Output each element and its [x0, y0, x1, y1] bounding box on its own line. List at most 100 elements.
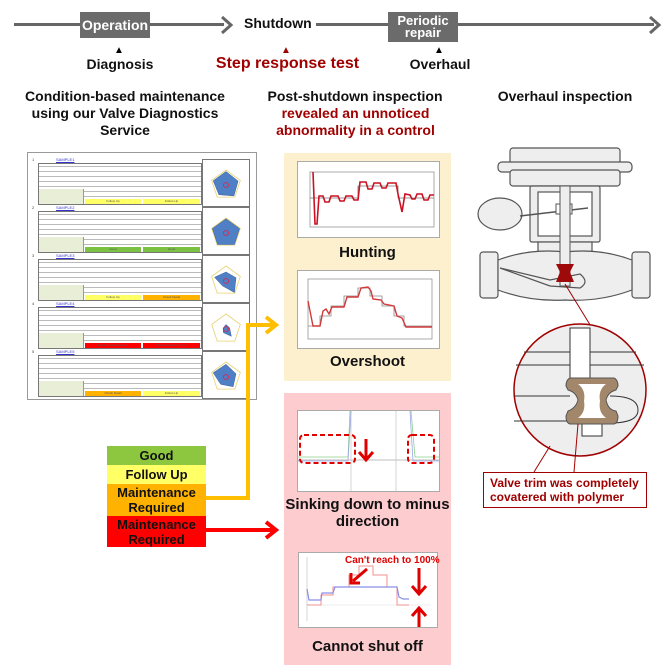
row-labels — [39, 237, 84, 252]
record-row — [39, 186, 201, 192]
sinking-chart-svg — [298, 410, 439, 491]
radar-chart — [202, 351, 250, 399]
judgement-last: Follow Up — [85, 199, 141, 204]
judgement-last: Follow Up — [85, 295, 141, 300]
valve-trim-highlight — [556, 264, 574, 282]
record-row — [39, 287, 201, 293]
timeline-arrowhead-2 — [649, 15, 662, 35]
record-row — [39, 272, 201, 278]
sinking-chart — [297, 410, 440, 492]
row-labels — [39, 189, 84, 204]
radar-data — [212, 171, 239, 197]
overshoot-setpoint-line — [308, 287, 432, 327]
record-row — [39, 320, 201, 326]
description-middle-red: revealed an unnoticed abnormality in a c… — [276, 105, 435, 138]
callout-leader-right — [573, 423, 579, 473]
record-row — [39, 229, 201, 235]
record-row — [39, 292, 201, 298]
control-valve-diagram — [477, 147, 651, 473]
judgement-last: Good — [85, 247, 141, 252]
judgement-last: Maintenance Required — [85, 343, 141, 348]
cannot-shut-response — [306, 586, 409, 601]
timeline-arrowhead-1 — [221, 15, 234, 35]
label-sinking: Sinking down to minus direction — [285, 496, 450, 530]
label-hunting: Hunting — [339, 244, 396, 261]
record-row — [39, 383, 201, 389]
stage-shutdown: Shutdown — [240, 15, 316, 31]
record-row — [39, 234, 201, 240]
record-tag-link[interactable]: SAMPLE3 — [56, 253, 75, 258]
callout-leader-left — [533, 445, 551, 473]
yellow-arrow — [206, 323, 274, 500]
record-row — [39, 262, 201, 268]
record-tag-link[interactable]: SAMPLE1 — [56, 157, 75, 162]
overshoot-response-line — [307, 286, 432, 328]
hunting-response-line — [312, 171, 434, 225]
record-row — [39, 224, 201, 230]
polymer-callout: Valve trim was completely covatered with… — [483, 472, 647, 508]
diag-arrowhead — [349, 573, 360, 585]
record-row — [39, 363, 201, 369]
legend-good: Good — [107, 446, 206, 465]
actuator-diaphragm-bottom — [509, 169, 621, 187]
stage-operation: Operation — [80, 12, 150, 38]
radar-center-marker — [223, 326, 229, 332]
record-row — [39, 388, 201, 394]
radar-center-marker — [223, 182, 229, 188]
legend-maintenance-required-orange: Maintenance Required — [107, 484, 206, 516]
record-row — [39, 171, 201, 177]
marker-triangle-step-response: ▲ — [281, 45, 291, 56]
marker-triangle-overhaul: ▲ — [434, 45, 444, 56]
judgement-legend: Good Follow Up Maintenance Required Main… — [107, 446, 206, 547]
record-row — [39, 340, 201, 346]
trim-cavity — [578, 384, 606, 418]
record-row — [39, 196, 201, 202]
red-arrowhead — [264, 520, 280, 540]
body-flange-left — [479, 251, 499, 299]
judgement-last: Check Detail — [85, 391, 141, 396]
sinking-line-blue-3 — [409, 410, 439, 462]
marker-step-response: Step response test — [215, 55, 360, 72]
bottom-up-arrowhead — [410, 605, 428, 617]
diag-arrow — [352, 567, 368, 583]
record-row — [39, 267, 201, 273]
record-row — [39, 335, 201, 341]
row-labels — [39, 381, 84, 396]
sinking-line-blue — [298, 410, 352, 462]
record-row — [39, 166, 201, 172]
annotation-arrows — [349, 567, 428, 627]
timeline-line-2 — [314, 23, 654, 26]
label-overshoot: Overshoot — [329, 353, 405, 370]
overshoot-chart-svg — [307, 278, 433, 340]
label-cannot-shut: Cannot shut off — [312, 638, 423, 655]
radar-data — [212, 218, 240, 245]
legend-maintenance-required-red: Maintenance Required — [107, 516, 206, 547]
row-labels — [39, 285, 84, 300]
record-row — [39, 244, 201, 250]
down-arrowhead — [357, 451, 375, 463]
record-tag-link[interactable]: SAMPLE4 — [56, 301, 75, 306]
radar-center-marker — [223, 374, 229, 380]
record-tag-link[interactable]: SAMPLE2 — [56, 205, 75, 210]
record-tag-link[interactable]: SAMPLE5 — [56, 349, 75, 354]
record-row — [39, 310, 201, 316]
record-row — [39, 368, 201, 374]
stage-periodic-repair: Periodic repair — [388, 12, 458, 42]
record-number: 4 — [32, 301, 35, 306]
description-left: Condition-based maintenance using our Va… — [25, 88, 225, 138]
radar-chart — [202, 159, 250, 207]
valve-stem — [559, 185, 571, 287]
record-row — [39, 315, 201, 321]
cannot-shut-chart-svg — [306, 557, 431, 621]
cannot-shut-chart: Can't reach to 100% — [298, 552, 440, 628]
record-row — [39, 358, 201, 364]
